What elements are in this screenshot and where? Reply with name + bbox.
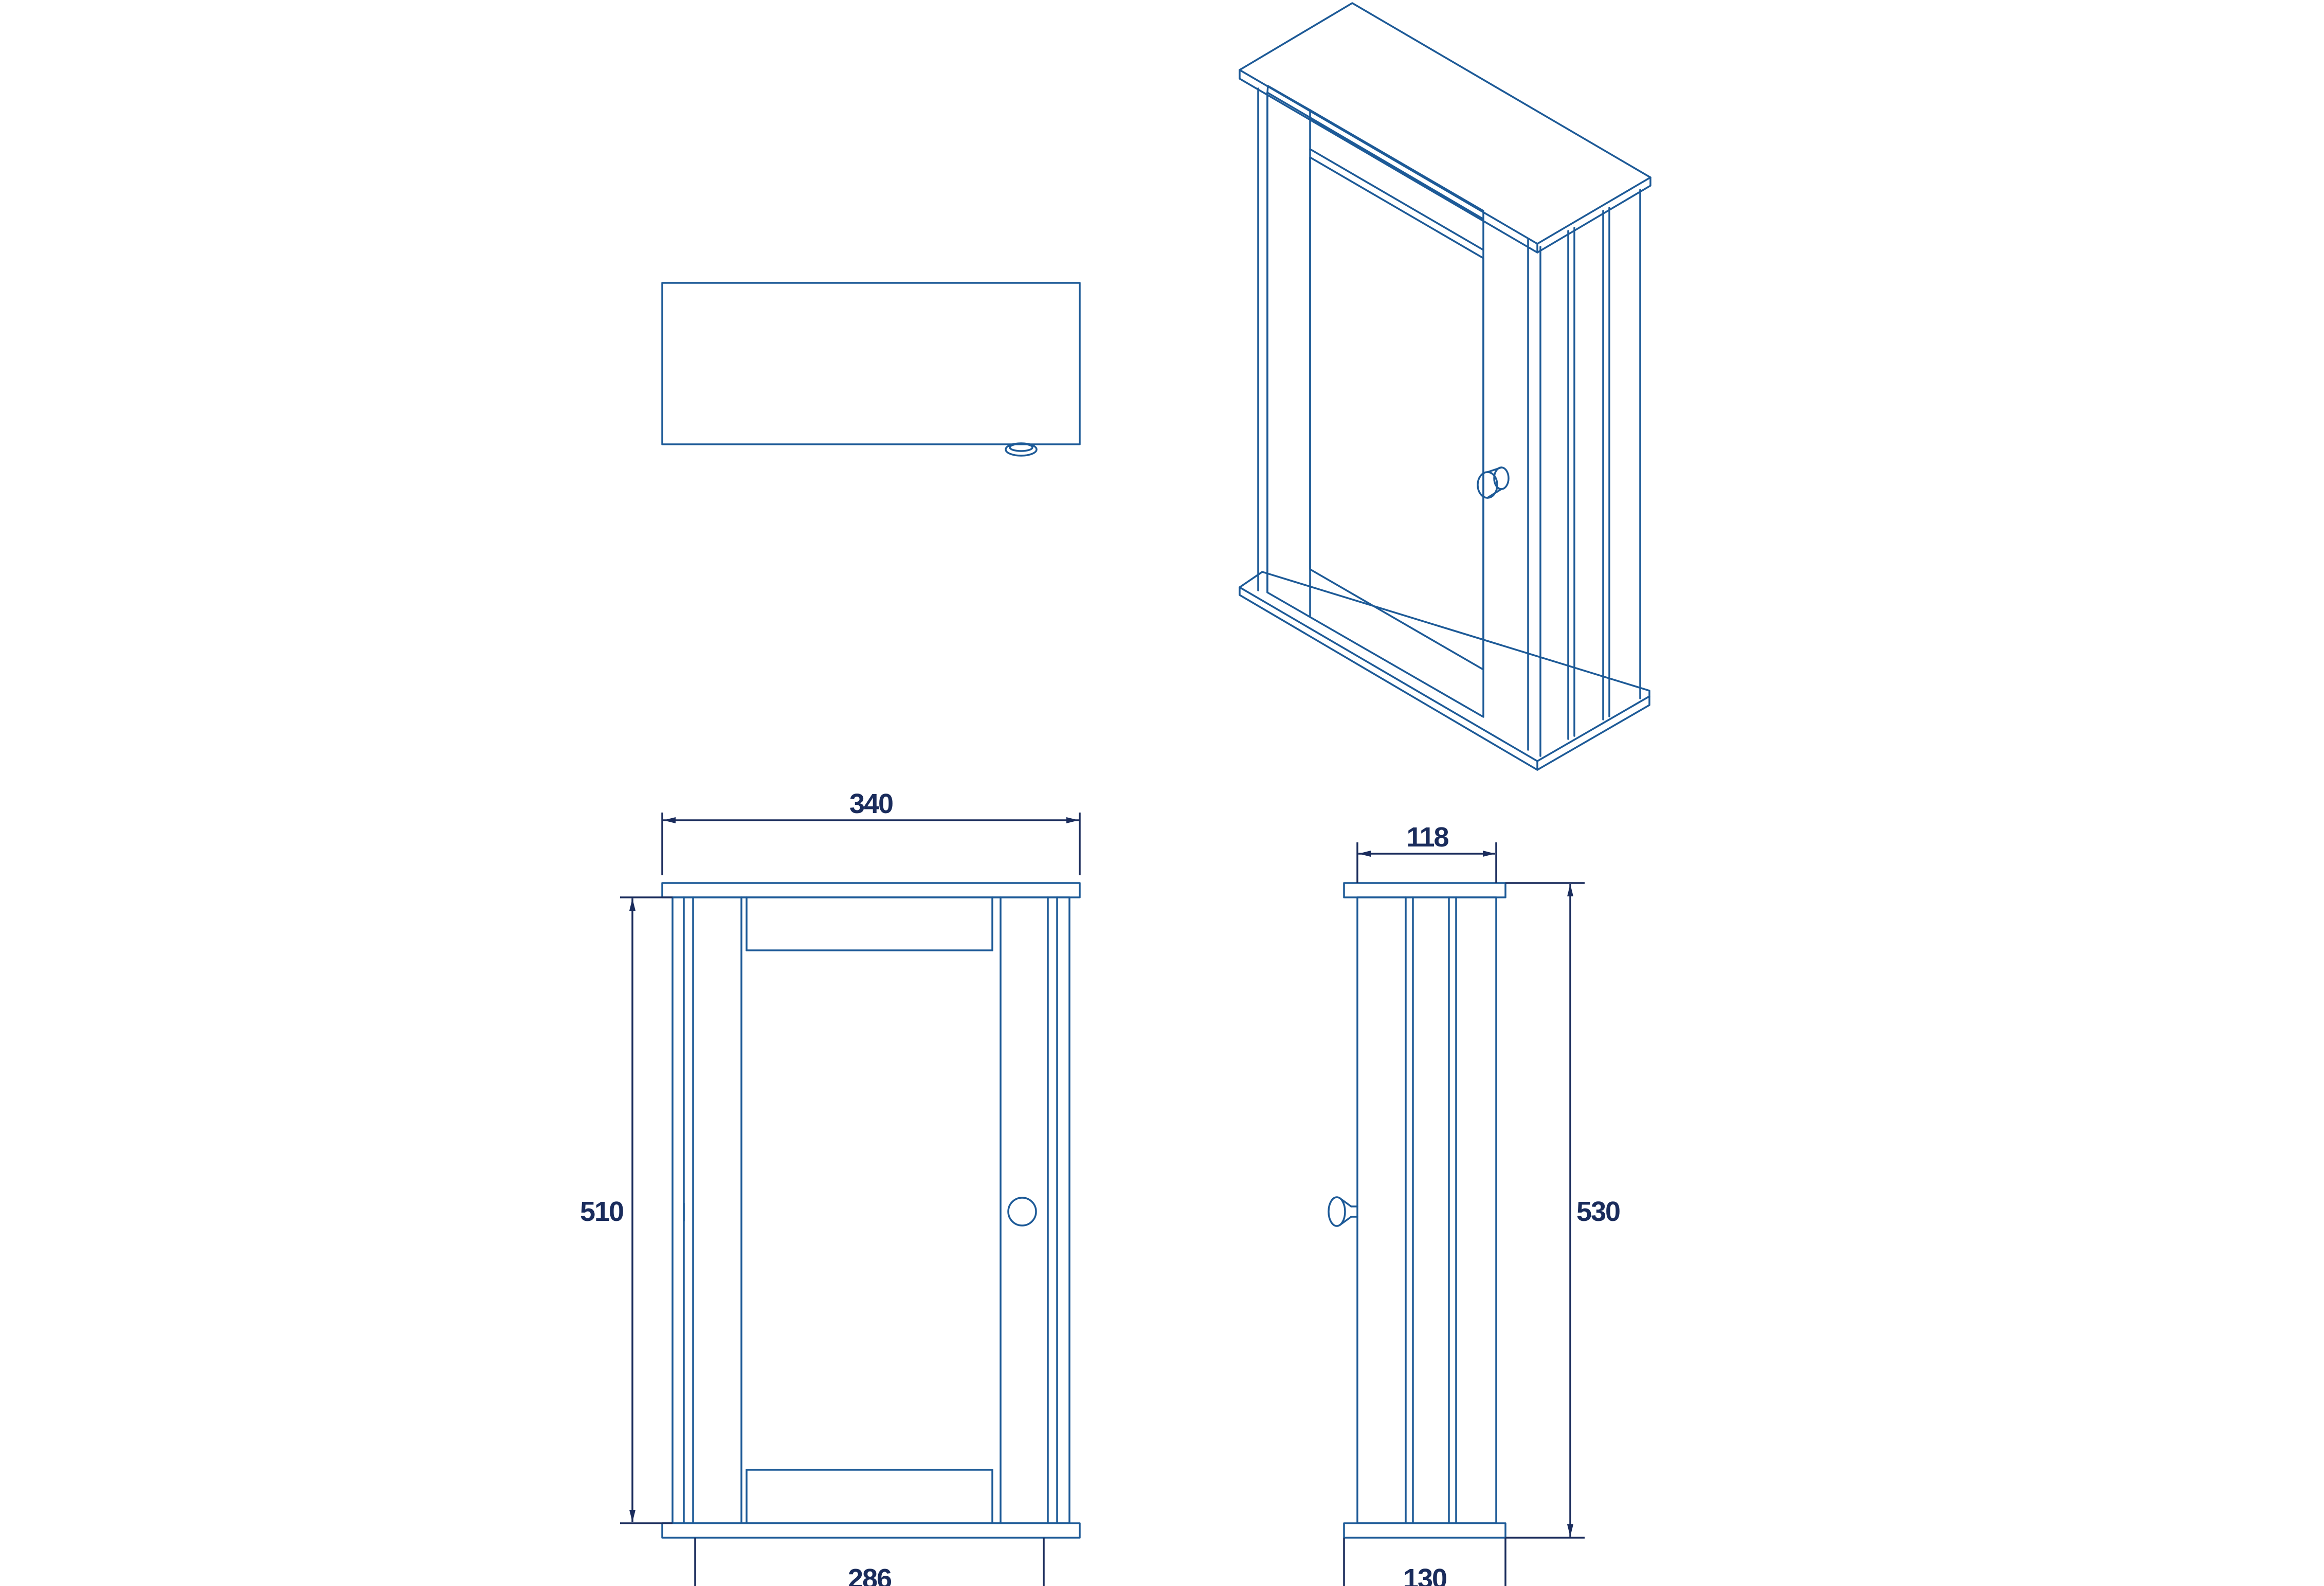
top-view: [661, 282, 1081, 457]
isometric-view: [1239, 2, 1651, 771]
dimension-label-overall-depth: 130: [1403, 1563, 1446, 1586]
dimension-inner-width: 286: [694, 1538, 1045, 1586]
dimension-label-body-height: 510: [580, 1196, 623, 1227]
dimension-label-overall-height: 530: [1576, 1196, 1620, 1227]
dimension-label-inner-width: 286: [848, 1563, 892, 1586]
dimension-body-depth: 118: [1356, 822, 1497, 883]
dimension-label-overall-width: 340: [849, 788, 893, 819]
dimension-overall-height: 530: [1505, 882, 1621, 1539]
dimension-overall-depth: 130: [1343, 1538, 1506, 1586]
dimension-body-height: 510: [580, 896, 673, 1524]
dimension-overall-width: 340: [661, 788, 1081, 875]
side-view: [1328, 882, 1506, 1539]
front-view: [661, 882, 1081, 1539]
dimension-label-body-depth: 118: [1406, 822, 1448, 853]
